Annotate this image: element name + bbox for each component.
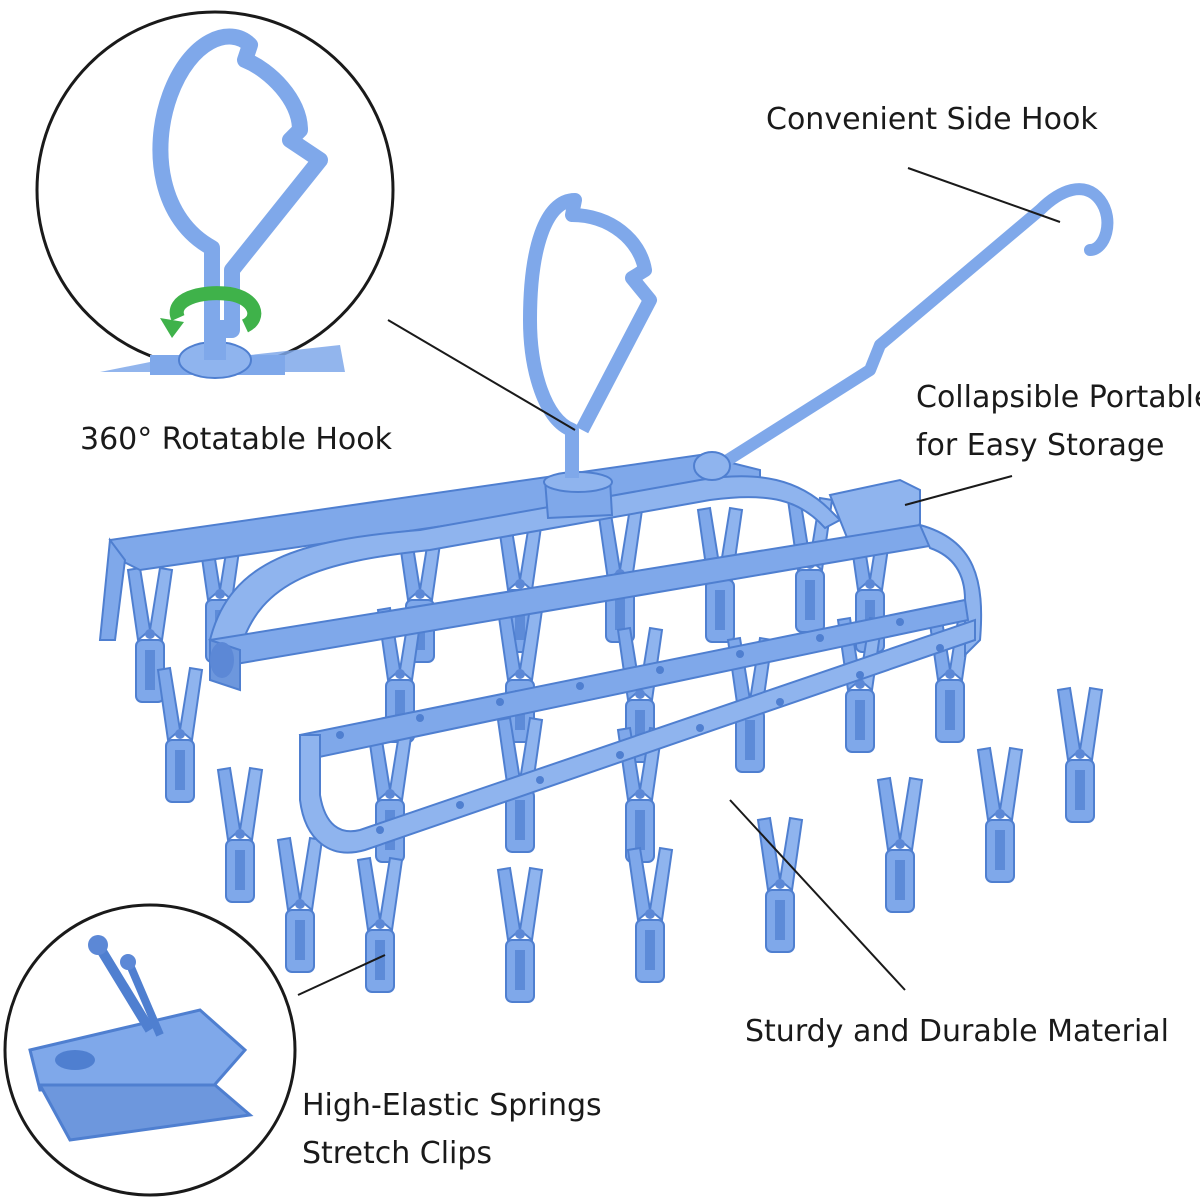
callout-rotatable-hook: 360° Rotatable Hook	[80, 422, 392, 457]
callout-side-hook: Convenient Side Hook	[766, 102, 1098, 137]
hanger-frame	[98, 183, 1114, 1003]
callout-collapsible-line1: Collapsible Portable	[916, 380, 1200, 415]
callout-collapsible-line2: for Easy Storage	[916, 428, 1165, 463]
rotatable-hook-inset	[35, 10, 395, 379]
callout-collapsible: Collapsible Portable for Easy Storage	[916, 374, 1200, 470]
callout-springs: High-Elastic Springs Stretch Clips	[302, 1082, 602, 1178]
callout-springs-line2: Stretch Clips	[302, 1136, 493, 1171]
leader-lines	[297, 167, 1061, 996]
callout-springs-line1: High-Elastic Springs	[302, 1088, 602, 1123]
clip-inset	[3, 903, 297, 1197]
callout-material: Sturdy and Durable Material	[745, 1014, 1170, 1049]
